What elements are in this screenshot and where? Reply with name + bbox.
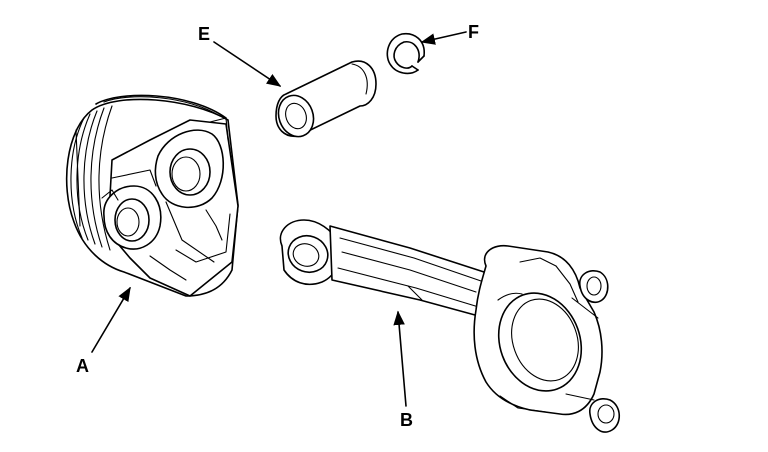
connecting-rod [279, 219, 621, 433]
label-b: B [400, 410, 413, 430]
leader-b [393, 310, 407, 407]
leader-a [91, 286, 131, 353]
label-a: A [76, 356, 89, 376]
label-f: F [468, 22, 479, 42]
leader-f [420, 31, 467, 45]
label-e: E [198, 24, 210, 44]
snap-ring [386, 32, 425, 75]
piston-pin [275, 60, 377, 138]
piston [65, 94, 239, 297]
leader-e [213, 41, 282, 87]
